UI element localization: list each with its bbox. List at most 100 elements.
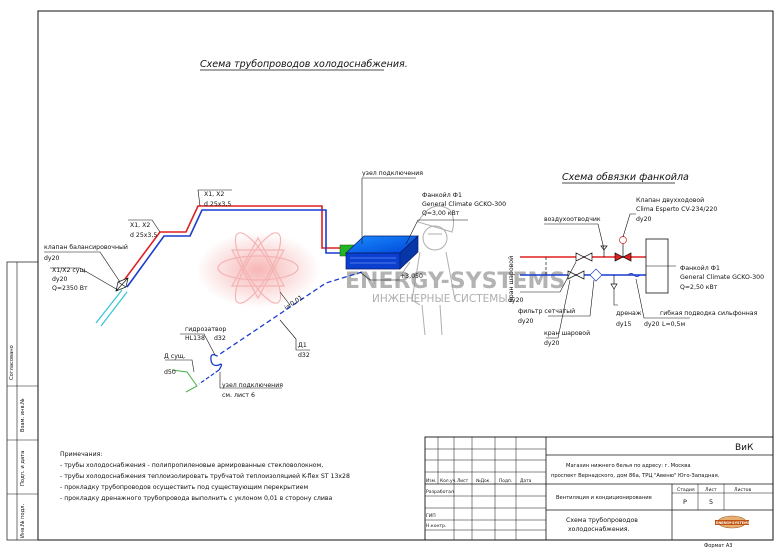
label-fancoil-name: Фанкойл Ф1 bbox=[422, 191, 462, 199]
side-stamp-strip: Согласовано Взам. инв.№ Подп. и дата Инв… bbox=[6, 261, 39, 541]
fc-flex-hose-icon bbox=[627, 273, 641, 277]
fc-label-air-vent: воздухоотводчик bbox=[544, 216, 601, 223]
notes-heading: Примечания: bbox=[60, 451, 102, 458]
fc-label-ball-valve-1-dy: dy20 bbox=[508, 297, 524, 304]
watermark-engineer-icon bbox=[395, 205, 456, 336]
fc-label-fancoil-name: Фанкойл Ф1 bbox=[680, 264, 720, 272]
label-water-seal-model: HL138 bbox=[185, 335, 205, 342]
watermark-subtitle: ИНЖЕНЕРНЫЕ СИСТЕМЫ bbox=[372, 293, 508, 305]
main-scheme-title: Схема трубопроводов холодоснабжения. bbox=[200, 59, 408, 70]
fc-two-way-valve-icon bbox=[614, 236, 632, 262]
tb-col-sheet: Лист bbox=[457, 478, 469, 484]
label-node-connection: узел подключения bbox=[362, 170, 423, 177]
fc-label-ball-valve-2: кран шаровой bbox=[544, 329, 590, 337]
tb-address-2: проспект Вернадского, дом 86а, ТРЦ "Авен… bbox=[551, 473, 720, 479]
stamp-orig-inv: Инв.№ подл. bbox=[20, 504, 26, 538]
fc-label-ball-valve-2-dy: dy20 bbox=[544, 340, 560, 347]
tb-drawing-1: Схема трубопроводов bbox=[566, 516, 638, 524]
tb-role-developer: Разработал bbox=[426, 489, 454, 495]
fc-label-two-way-valve-dy: dy20 bbox=[636, 216, 652, 223]
label-water-seal: гидрозатвор bbox=[185, 326, 226, 333]
label-pipe-x1x2-upper: Х1, Х2 bbox=[204, 191, 224, 198]
drain-pipe bbox=[216, 271, 363, 357]
fancoil-scheme-title: Схема обвязки фанкойла bbox=[562, 172, 689, 183]
label-water-seal-d: d32 bbox=[214, 335, 226, 342]
label-fancoil-model: General Climate GCKO-300 bbox=[422, 201, 506, 208]
fancoil-piping-scheme: воздухоотводчик Клапан двухходовой Clima… bbox=[507, 196, 764, 347]
label-node-connection-bottom: узел подключения bbox=[222, 382, 283, 389]
fc-label-two-way-valve: Клапан двухходовой bbox=[636, 196, 704, 204]
chilled-water-scheme: узел подключения Фанкойл Ф1 General Clim… bbox=[44, 170, 506, 399]
label-pipe-x1x2-lower: Х1, Х2 bbox=[130, 222, 150, 229]
fancoil-f1-unit bbox=[345, 235, 419, 270]
note-item: - трубы холодоснабжения теплоизолировать… bbox=[60, 472, 350, 480]
tb-sheet-header: Лист bbox=[705, 487, 717, 493]
label-existing-riser: Х1/Х2 сущ. bbox=[52, 267, 87, 274]
tb-col-date: Дата bbox=[520, 478, 532, 484]
fc-mesh-filter-icon bbox=[589, 268, 603, 282]
note-item: - прокладку дренажного трубопровода выпо… bbox=[60, 494, 333, 502]
watermark-star-icon bbox=[217, 232, 299, 304]
tb-stage: Р bbox=[683, 498, 687, 506]
tb-role-gip: ГИП bbox=[426, 513, 436, 519]
fc-label-fancoil-model: General Climate GCKO-300 bbox=[680, 274, 764, 281]
tb-section: Вентиляция и кондиционирование bbox=[556, 495, 652, 501]
fc-label-drain: дренаж bbox=[616, 310, 642, 317]
title-block-text: ВиК Магазин нижнего белья по адресу: г. … bbox=[426, 443, 754, 549]
label-existing-drain: Д сущ. bbox=[164, 353, 186, 360]
fc-label-flex-hose-dy: dy20 bbox=[644, 321, 660, 328]
label-pipe-d25-upper: d 25х3,5 bbox=[204, 201, 231, 208]
tb-stage-header: Стадия bbox=[677, 487, 695, 493]
tb-col-sign: Подп. bbox=[499, 478, 512, 484]
fc-label-ball-valve-1: кран шаровой bbox=[507, 256, 515, 302]
tb-col-doc: №Док. bbox=[476, 478, 491, 484]
tb-col-change: Изм. bbox=[426, 478, 436, 484]
fc-label-two-way-valve-model: Clima Esperto CV-234/220 bbox=[636, 206, 717, 213]
title-block bbox=[424, 436, 774, 541]
tb-format: Формат А3 bbox=[704, 543, 732, 549]
stamp-agreed: Согласовано bbox=[9, 345, 15, 380]
watermark-glow bbox=[196, 232, 320, 308]
note-item: - прокладку трубопроводов осуществить по… bbox=[60, 483, 308, 491]
notes-block: Примечания: - трубы холодоснабжения - по… bbox=[60, 451, 350, 502]
tb-role-ncontrol: Н.контр. bbox=[426, 523, 447, 529]
label-elevation: +3,050 bbox=[400, 273, 423, 280]
water-seal-icon bbox=[210, 354, 223, 371]
fc-label-drain-dy: dy15 bbox=[616, 321, 632, 328]
tb-sheet: 5 bbox=[709, 498, 713, 506]
return-pipe bbox=[126, 209, 345, 288]
balancing-valve-icon bbox=[115, 277, 129, 292]
fc-ball-valve-supply-icon bbox=[575, 252, 593, 262]
tb-col-qty: Кол.уч. bbox=[440, 478, 457, 484]
tb-address-1: Магазин нижнего белья по адресу: г. Моск… bbox=[566, 463, 691, 469]
label-existing-drain-d: d50 bbox=[164, 369, 176, 376]
stamp-replace-inv: Взам. инв.№ bbox=[20, 398, 26, 432]
tb-code: ВиК bbox=[735, 443, 754, 453]
label-drain: Д1 bbox=[298, 342, 307, 349]
watermark-brand: ENERGY-SYSTEMS bbox=[345, 269, 565, 294]
fc-label-mesh-filter-dy: dy20 bbox=[518, 318, 534, 325]
label-existing-riser-dy: dy20 bbox=[52, 276, 68, 283]
fc-air-vent-icon bbox=[600, 245, 608, 257]
fc-label-fancoil-power: Q=2,50 кВт bbox=[680, 284, 718, 291]
label-existing-riser-q: Q=2350 Вт bbox=[52, 285, 88, 292]
label-see-sheet: см. лист 6 bbox=[222, 392, 255, 399]
fc-label-flex-hose: гибкая подводка сильфонная bbox=[660, 309, 758, 317]
tb-drawing-2: холодоснабжения. bbox=[568, 525, 629, 533]
stamp-sign-date: Подп. и дата bbox=[20, 451, 26, 486]
fc-label-flex-hose-l: L=0,5м bbox=[662, 321, 685, 328]
label-pipe-d25-lower: d 25х3,5 bbox=[130, 232, 157, 239]
label-drain-d: d32 bbox=[298, 352, 310, 359]
fc-drain-valve-icon bbox=[610, 275, 618, 290]
label-fancoil-power: Q=3,00 кВт bbox=[422, 210, 460, 217]
label-balance-valve: клапан балансировочный bbox=[44, 243, 128, 251]
note-item: - трубы холодоснабжения - полипропиленов… bbox=[60, 461, 323, 469]
tb-sheets-header: Листов bbox=[734, 487, 751, 493]
existing-drain-pipe bbox=[171, 369, 198, 393]
fc-label-mesh-filter: фильтр сетчатый bbox=[518, 307, 575, 315]
watermark: ENERGY-SYSTEMS ИНЖЕНЕРНЫЕ СИСТЕМЫ bbox=[196, 205, 565, 336]
tb-logo-icon: ENERGY-SYSTEMS bbox=[715, 515, 750, 529]
tb-logo: ENERGY-SYSTEMS bbox=[716, 521, 750, 525]
label-balance-valve-dy: dy20 bbox=[44, 255, 60, 262]
